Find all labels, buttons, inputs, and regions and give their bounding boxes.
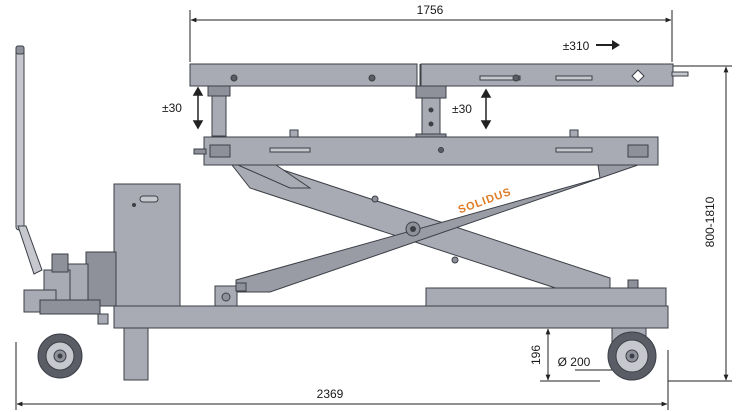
top-width-label: 1756 (417, 3, 444, 17)
rear-wheel (607, 327, 657, 381)
pump-assembly (23, 251, 117, 325)
scissor-mechanism (230, 164, 639, 297)
lifting-table-top (193, 129, 659, 166)
height-range-label: 800-1810 (703, 196, 717, 247)
arrow-right-icon (596, 40, 620, 50)
dimension-lines (15, 10, 732, 410)
platform-shift-label: ±310 (563, 39, 590, 53)
steering-wheel (37, 333, 83, 379)
ground-clearance-label: 196 (529, 345, 543, 365)
left-lift-column (207, 85, 231, 137)
pump-handle (15, 45, 43, 275)
total-length-label: 2369 (317, 387, 344, 401)
top-platform (189, 63, 689, 87)
right-lift-column (415, 85, 447, 141)
base-frame (113, 279, 669, 381)
wheel-diameter-label: Ø 200 (558, 355, 591, 369)
lift-table-machine (15, 45, 689, 381)
right-lift-label: ±30 (452, 102, 472, 116)
double-vertical-arrow-icon (192, 86, 492, 130)
hydraulic-unit-box (113, 183, 181, 307)
left-lift-label: ±30 (162, 101, 182, 115)
